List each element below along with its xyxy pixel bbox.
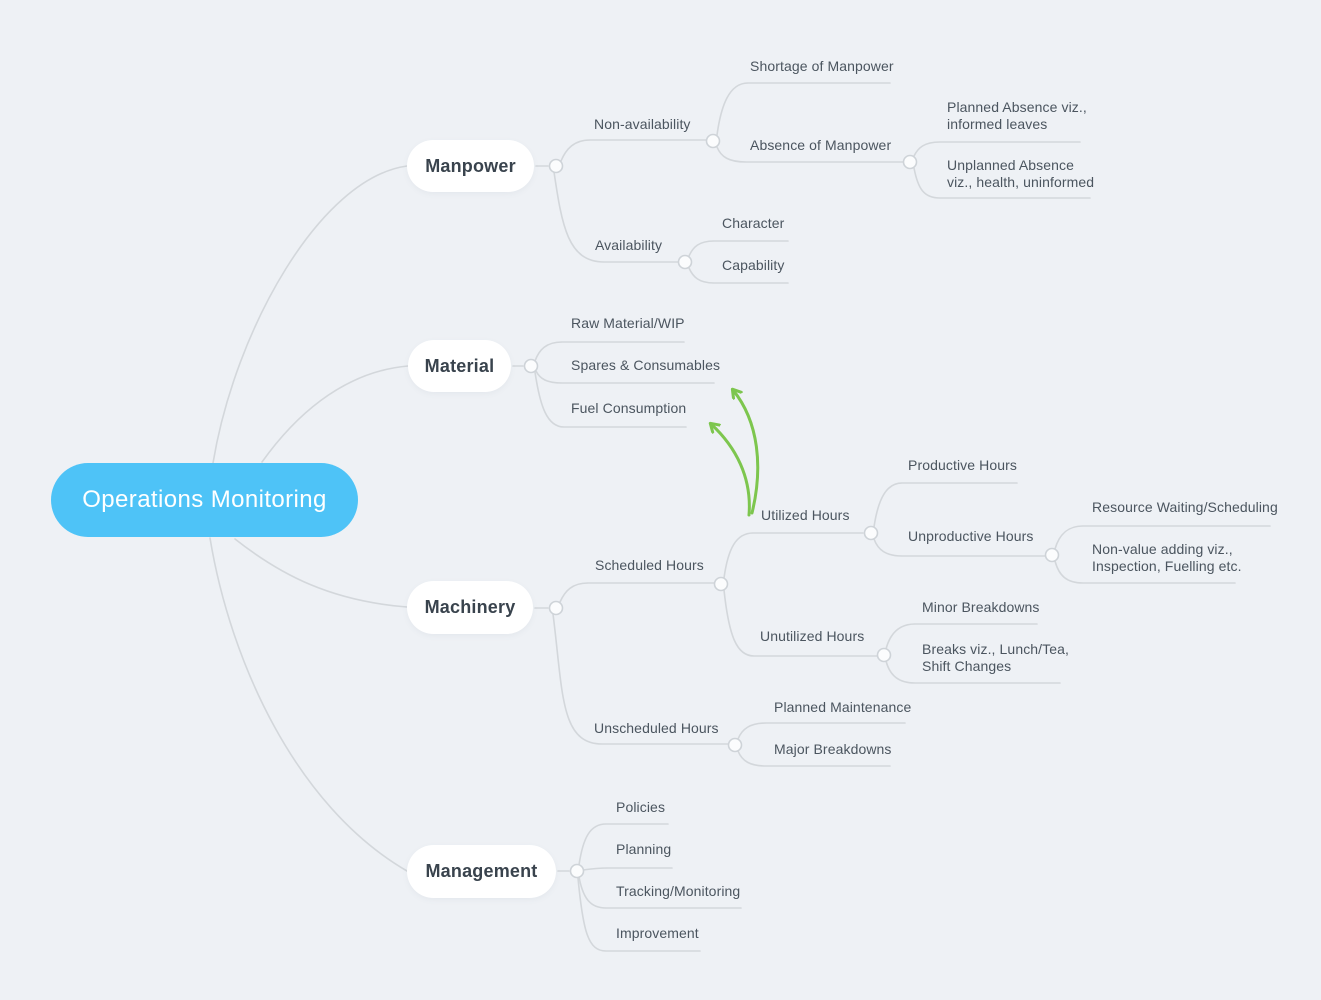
node-machinery[interactable]: Machinery	[407, 581, 533, 634]
connector-planned-absence	[913, 141, 1081, 157]
connector-planning	[582, 867, 673, 871]
connector-root-management	[209, 537, 408, 872]
arrow-utilized-to-fuel	[711, 424, 751, 517]
node-operations-monitoring[interactable]: Operations Monitoring	[51, 463, 358, 537]
connector-unutilized	[723, 589, 878, 657]
node-planning[interactable]: Planning	[616, 841, 672, 857]
connector-unscheduled	[552, 613, 729, 745]
node-scheduled-hours[interactable]: Scheduled Hours	[595, 557, 704, 573]
connector-resource-waiting	[1054, 525, 1271, 550]
management-branch-lines	[557, 823, 742, 952]
root-label: Operations Monitoring	[82, 486, 327, 513]
node-toggle-non-availability[interactable]	[705, 133, 721, 149]
node-toggle-machinery[interactable]	[548, 600, 564, 616]
node-toggle-utilized[interactable]	[863, 525, 879, 541]
machinery-branch-lines	[534, 482, 1271, 767]
node-major-breakdowns[interactable]: Major Breakdowns	[774, 741, 892, 757]
manpower-label: Manpower	[425, 155, 516, 176]
node-toggle-unutilized[interactable]	[876, 647, 892, 663]
connector-tracking	[578, 876, 742, 909]
node-unplanned-absence[interactable]: Unplanned Absence viz., health, uninform…	[947, 157, 1095, 190]
connector-scheduled	[559, 582, 715, 603]
node-resource-waiting[interactable]: Resource Waiting/Scheduling	[1092, 499, 1278, 515]
node-management[interactable]: Management	[407, 845, 556, 898]
node-utilized-hours[interactable]: Utilized Hours	[761, 507, 850, 523]
node-minor-breakdowns[interactable]: Minor Breakdowns	[922, 599, 1040, 615]
connector-utilized	[723, 532, 864, 579]
node-toggle-manpower[interactable]	[548, 158, 564, 174]
node-spares-consumables[interactable]: Spares & Consumables	[571, 357, 721, 373]
root-connectors	[209, 165, 409, 872]
node-unscheduled-hours[interactable]: Unscheduled Hours	[594, 720, 719, 736]
material-branch-lines	[512, 341, 715, 428]
node-unproductive-hours[interactable]: Unproductive Hours	[908, 528, 1034, 544]
connector-fuel	[534, 371, 687, 428]
connector-breaks	[885, 660, 1061, 684]
cross-reference-arrows	[711, 390, 760, 517]
connector-root-machinery	[234, 538, 408, 608]
node-non-value-adding[interactable]: Non-value adding viz., Inspection, Fuell…	[1092, 541, 1242, 574]
machinery-label: Machinery	[424, 597, 516, 617]
connector-non-availability	[560, 139, 707, 162]
node-tracking-monitoring[interactable]: Tracking/Monitoring	[616, 883, 741, 899]
node-breaks[interactable]: Breaks viz., Lunch/Tea, Shift Changes	[922, 641, 1070, 674]
node-planned-maintenance[interactable]: Planned Maintenance	[774, 699, 912, 715]
node-policies[interactable]: Policies	[616, 799, 666, 815]
node-toggle-absence[interactable]	[902, 154, 918, 170]
connector-capability	[688, 267, 789, 284]
connector-unproductive	[873, 538, 1046, 557]
node-toggle-management[interactable]	[569, 863, 585, 879]
connector-root-manpower	[212, 165, 408, 464]
connector-availability	[553, 171, 679, 263]
connector-spares	[535, 370, 715, 384]
connector-improvement	[577, 877, 701, 952]
node-absence-of-manpower[interactable]: Absence of Manpower	[750, 137, 892, 153]
node-toggle-unproductive[interactable]	[1044, 547, 1060, 563]
node-non-availability[interactable]: Non-availability	[594, 116, 691, 132]
connector-productive	[873, 482, 1018, 528]
connector-root-material	[261, 365, 409, 463]
node-capability[interactable]: Capability	[722, 257, 785, 273]
connector-minor-breakdowns	[885, 623, 1038, 650]
connector-policies	[578, 823, 669, 866]
node-toggle-availability[interactable]	[677, 254, 693, 270]
management-label: Management	[425, 861, 538, 881]
connector-shortage	[716, 82, 891, 136]
connector-absence	[716, 146, 904, 163]
node-raw-material-wip[interactable]: Raw Material/WIP	[571, 315, 685, 331]
node-shortage-of-manpower[interactable]: Shortage of Manpower	[750, 58, 894, 74]
node-planned-absence[interactable]: Planned Absence viz., informed leaves	[947, 99, 1087, 132]
connector-unplanned-absence	[913, 167, 1091, 199]
arrow-utilized-to-spares	[733, 390, 760, 515]
node-material[interactable]: Material	[408, 340, 511, 392]
node-toggle-scheduled[interactable]	[713, 576, 729, 592]
node-productive-hours[interactable]: Productive Hours	[908, 457, 1017, 473]
node-toggle-unscheduled[interactable]	[727, 737, 743, 753]
connector-non-value	[1054, 560, 1236, 584]
connector-planned-maintenance	[737, 722, 906, 740]
node-toggle-material[interactable]	[523, 358, 539, 374]
node-improvement[interactable]: Improvement	[616, 925, 699, 941]
connector-character	[688, 240, 789, 257]
manpower-branch-lines	[535, 82, 1091, 284]
connector-raw-material	[534, 341, 685, 362]
node-availability[interactable]: Availability	[595, 237, 663, 253]
node-unutilized-hours[interactable]: Unutilized Hours	[760, 628, 865, 644]
node-fuel-consumption[interactable]: Fuel Consumption	[571, 400, 687, 416]
connector-major-breakdowns	[737, 750, 891, 767]
material-label: Material	[424, 355, 495, 376]
node-character[interactable]: Character	[722, 215, 785, 231]
node-manpower[interactable]: Manpower	[407, 140, 534, 192]
